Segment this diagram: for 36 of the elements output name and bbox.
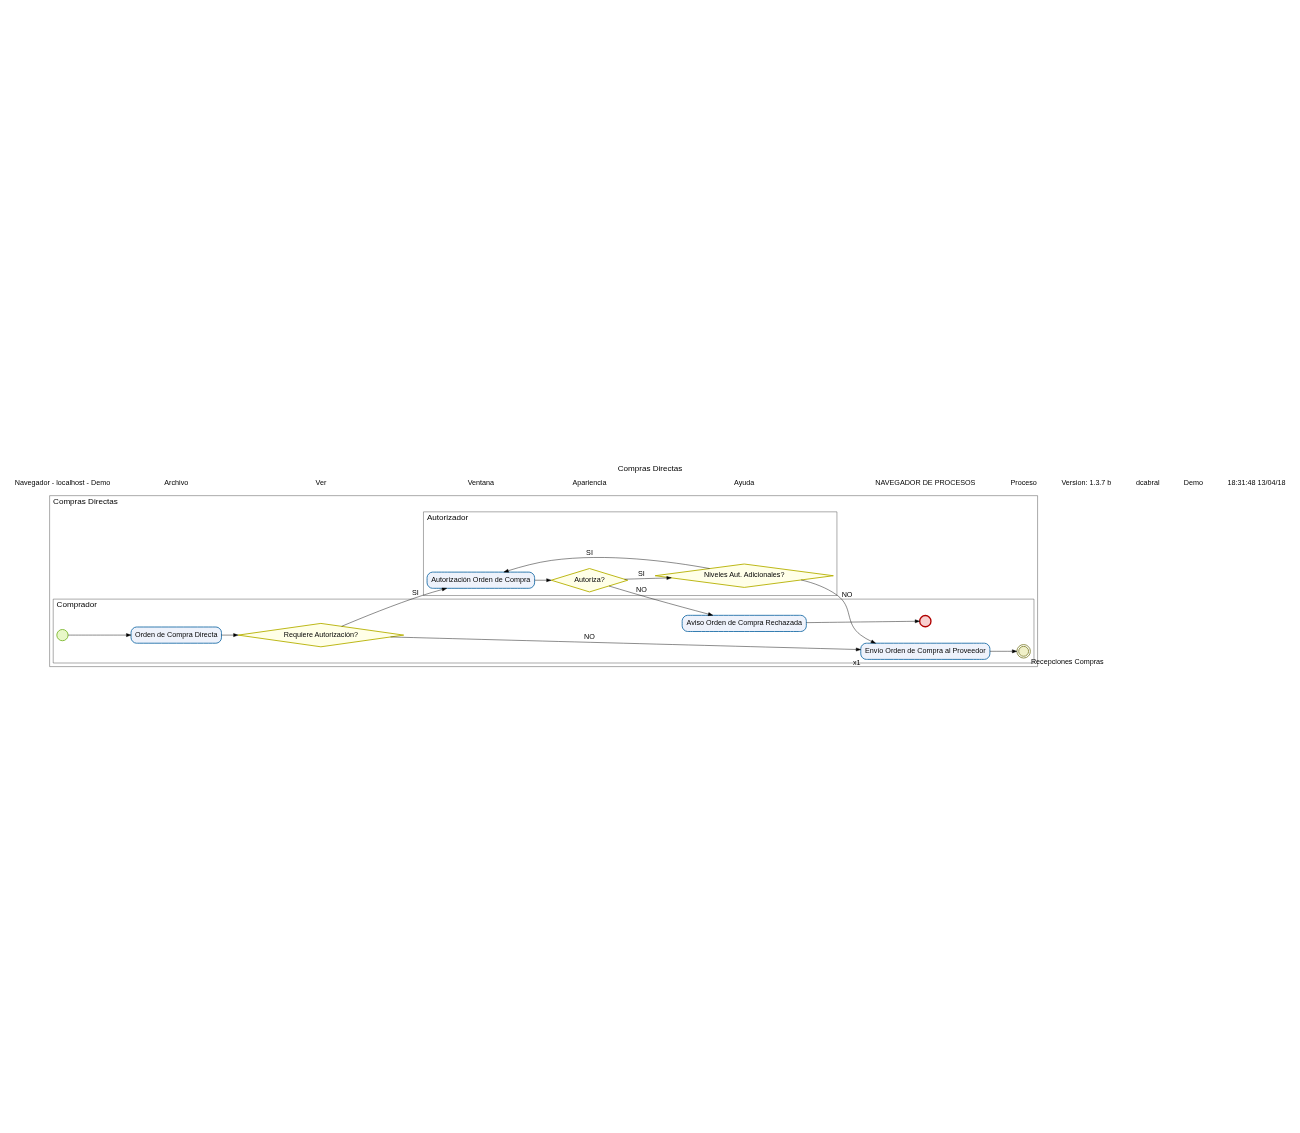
edge-label: SI [586,547,593,557]
node-box: Envío Orden de Compra al Proveedor [860,642,991,660]
node-circle [56,629,69,642]
edge-label: NO [841,589,853,599]
label: NAVEGADOR DE PROCESOS [875,478,976,488]
label: dcabral [1136,478,1160,488]
label: Apariencia [572,478,607,488]
arrow [390,636,861,652]
arrow [989,649,1017,654]
label: Ver [315,478,327,488]
arrow [624,576,672,580]
arrow [608,585,713,616]
arrow [341,587,447,627]
label: Ventana [467,478,495,488]
arrow [221,633,239,637]
node-circle [919,614,932,628]
label: Proceso [1010,478,1037,488]
edge-label: NO [636,584,647,594]
arrow [534,578,552,583]
edge-label: SI [638,569,645,579]
edge-label: NO [584,631,595,641]
arrow [503,557,710,573]
label: Version: 1.3.7 b [1061,478,1112,488]
label: Navegador - localhost - Demo [14,478,111,488]
edge-label: SI [411,587,419,597]
arrow [806,619,920,624]
label: Demo [1183,478,1204,488]
label: Ayuda [734,478,755,488]
label: 18:31:48 13/04/18 [1227,478,1286,488]
node-diamond: Requiere Autorización? [237,622,405,648]
diagram-title: Compras Directas [617,464,683,474]
arrow [67,633,132,637]
label: Archivo [164,478,189,488]
node-diamond: Niveles Aut. Adicionales? [654,563,834,588]
node-box: Orden de Compra Directa [130,626,222,644]
node-diamond: Autoriza? [550,568,629,593]
